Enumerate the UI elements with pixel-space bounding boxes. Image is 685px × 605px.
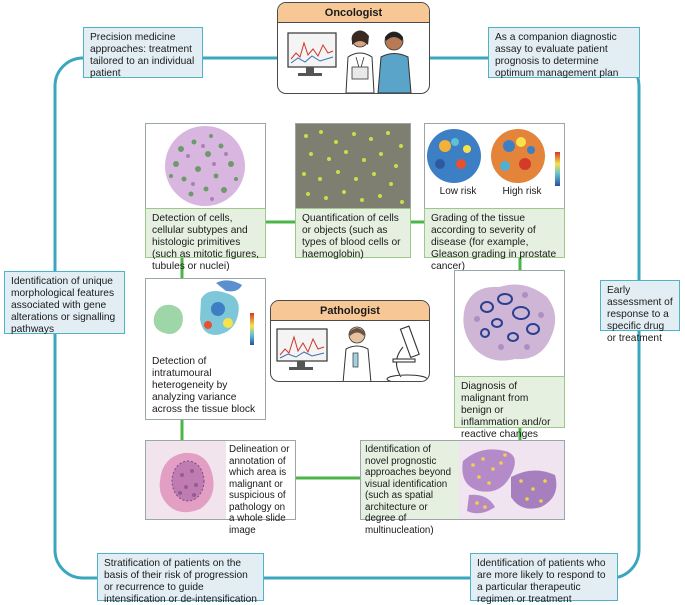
prognostic-panel: Identification of novel prognostic appro… [360,440,565,536]
note-morphological-features: Identification of unique morphological f… [4,271,125,335]
detected-cell-markers [169,134,238,197]
risk-colour-scale [555,152,560,186]
detection-tissue-image [146,124,265,208]
quantified-object-markers [302,130,404,204]
prognostic-text: Identification of novel prognostic appro… [361,441,459,536]
delineation-text: Delineation or annotation of which area … [226,441,295,536]
heterogeneity-text: Detection of intratumoural heterogeneity… [146,352,265,419]
delineation-tissue-image [146,441,226,519]
malignant-region-outlines [480,293,540,342]
note-precision-medicine: Precision medicine approaches: treatment… [83,27,203,79]
low-risk-label: Low risk [439,186,477,197]
grading-heatmaps [427,129,560,186]
workflow-connectors [180,220,522,480]
multinucleation-markers [471,453,547,509]
diagnosis-text: Diagnosis of malignant from benign or in… [454,376,565,440]
low-risk-heatmap [427,129,481,183]
oncologist-illustration [287,30,412,93]
pathologist-panel: Pathologist [270,300,430,382]
note-companion-diagnostic: As a companion diagnostic assay to evalu… [488,27,640,79]
note-early-assessment: Early assessment of response to a specif… [600,280,680,344]
heterogeneity-tissue-image [153,280,254,345]
diagnosis-tissue-image [463,284,556,361]
oncologist-panel: Oncologist [277,2,430,94]
prognostic-tissue-image [457,441,564,519]
annotated-malignant-area [171,460,205,502]
quantification-tissue-image [296,124,410,208]
heterogeneity-colour-scale [250,313,254,345]
microscope-icon [386,325,428,381]
detection-text: Detection of cells, cellular subtypes an… [145,208,266,272]
oncologist-title: Oncologist [278,3,429,23]
grading-text: Grading of the tissue according to sever… [424,208,565,272]
patient-figure-icon [377,31,412,93]
high-risk-heatmap [491,129,545,183]
pathologist-title: Pathologist [271,301,429,321]
note-stratification: Stratification of patients on the basis … [97,553,264,605]
doctor-figure-icon [345,30,375,93]
pathologist-illustration [276,325,428,381]
note-responders: Identification of patients who are more … [470,553,618,605]
quantification-text: Quantification of cells or objects (such… [295,208,411,260]
high-risk-label: High risk [502,186,542,197]
pathologist-figure-icon [342,326,372,381]
grading-panel [424,123,565,258]
